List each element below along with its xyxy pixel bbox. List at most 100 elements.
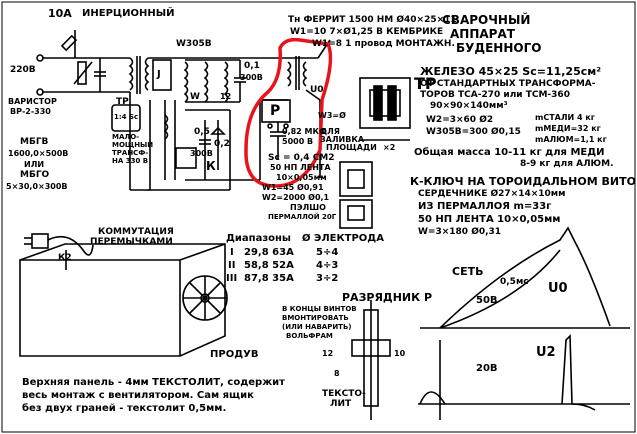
box-kommutatsia: КОММУТАЦИЯ: [98, 227, 174, 237]
tr-dims: 90×90×140мм³: [430, 101, 508, 111]
table-row-num: III: [226, 273, 238, 284]
discharger-textolite: ТЕКСТО-: [322, 389, 366, 399]
discharger-note4: ВОЛЬФРАМ: [286, 332, 333, 340]
wave-20v-label: 20В: [476, 363, 498, 374]
permalloy-label: ПЕРМАЛЛОЙ 20Г: [268, 213, 337, 221]
discharger-dim3: 10: [394, 349, 406, 358]
tr-w305: W305В=300 Ø0,15: [426, 127, 521, 137]
tape-size: 10×0,05мм: [276, 173, 327, 182]
table-col2: Ø ЭЛЕКТРОДА: [302, 233, 384, 244]
discharger-textolite2: ЛИТ: [330, 399, 352, 409]
mbgv-value: 1600,0×500В: [8, 149, 69, 158]
table-row-num: I: [230, 247, 234, 258]
table-col1: Диапазоны: [226, 233, 291, 244]
ferrite-w1: W1=10 7×Ø1,25 В КЕМБРИКЕ: [290, 27, 444, 37]
varistor-label: ВАРИСТОР: [8, 97, 57, 106]
box-note3: без двух граней - текстолит 0,5мм.: [22, 403, 227, 414]
key-line3: ИЗ ПЕРМАЛЛОЯ m=33г: [418, 201, 552, 212]
table-row-el: 5÷4: [316, 247, 339, 258]
tr-mass-copper: mМЕДИ=32 кг: [535, 124, 601, 133]
cap-p-value: 0,82 МКФ: [282, 127, 327, 136]
discharger-title: РАЗРЯДНИК Р: [342, 291, 433, 304]
table-row-num: II: [228, 260, 236, 271]
tr-total-mass2: 8-9 кг для АЛЮМ.: [520, 159, 614, 169]
dlya-label: ДЛЯ: [320, 127, 340, 136]
winding-w305-label: W305В: [176, 39, 212, 49]
table-row-val: 29,8 63А: [244, 247, 294, 258]
cap-02-label: 0,2: [214, 139, 230, 149]
times-two-label: ×2: [383, 143, 396, 152]
sc-equation: Sc = 0,4 СМ2: [268, 153, 335, 163]
cap-05-voltage: 300В: [190, 149, 213, 158]
key-line5: W=3×180 Ø0,31: [418, 227, 502, 237]
discharger-p-label: Р: [270, 103, 281, 119]
box-note2: весь монтаж с вентилятором. Сам ящик: [22, 390, 254, 401]
cap-01-voltage: 300В: [240, 73, 263, 82]
discharger-note1: В КОНЦЫ ВИНТОВ: [282, 305, 357, 313]
u2-w3: W3=Ø: [318, 111, 346, 120]
winding-w2: W2=2000 Ø0,1: [262, 193, 330, 202]
fuse-label: 10А: [48, 7, 72, 20]
cap-p-voltage: 5000 В: [282, 137, 314, 146]
tr-source: ОТ СТАНДАРТНЫХ ТРАНСФОРМА-: [420, 79, 596, 89]
w-small-label: W: [190, 92, 200, 102]
small-tp-note3: ТРАНСФ-: [112, 149, 149, 157]
table-row-val: 87,8 35А: [244, 273, 294, 284]
box-note1: Верхняя панель - 4мм ТЕКСТОЛИТ, содержит: [22, 377, 285, 388]
ploschadi-label: ПЛОЩАДИ: [326, 143, 377, 152]
small-tp-detail: 1:4 Sc: [114, 113, 139, 121]
tr-total-mass: Общая масса 10-11 кг для МЕДИ: [414, 147, 605, 158]
box-produv: ПРОДУВ: [210, 349, 259, 360]
tr-core: ЖЕЛЕЗО 45×25 Sc=11,25см²: [420, 65, 602, 78]
varistor-model: ВР-2-330: [10, 107, 51, 116]
relay-j-label: J: [157, 69, 161, 80]
wave-50v-label: 50В: [476, 295, 498, 306]
ferrite-title: Тн ФЕРРИТ 1500 НМ Ø40×25×11: [288, 15, 457, 25]
small-tp-note2: МОЩНЫЙ: [112, 141, 154, 149]
mbgo-value: 5×30,0×300В: [6, 182, 68, 191]
box-peremychkami: ПЕРЕМЫЧКАМИ: [90, 237, 173, 247]
cap-01-label: 0,1: [244, 61, 260, 71]
mbgv-or: ИЛИ: [24, 160, 45, 169]
red-highlight-outline: [244, 37, 333, 188]
wave-u2-label: U2: [536, 345, 556, 360]
key-k-label: К: [206, 159, 216, 173]
discharger-note2: ВМОНТИРОВАТЬ: [282, 314, 349, 322]
header-line1: СВАРОЧНЫЙ: [442, 13, 531, 27]
zalivka-label: ЗАЛИВКА: [320, 135, 365, 144]
key-line4: 50 НП ЛЕНТА 10×0,05мм: [418, 214, 561, 225]
key-line2: СЕРДЕЧНИКЕ Ø27×14×10мм: [418, 189, 566, 199]
circuit-type-label: ИНЕРЦИОННЫЙ: [82, 8, 175, 19]
winding-w1: W1=45 Ø0,91: [262, 183, 324, 192]
discharger-dim: 12: [322, 349, 334, 358]
v12-label: 12: [220, 92, 232, 101]
discharger-dim2: 8: [334, 369, 340, 378]
mbgv-label: МБГВ: [20, 137, 49, 147]
tape-label: 50 НП ЛЕНТА: [270, 163, 331, 172]
cap-05-label: 0,5: [194, 127, 210, 137]
tr-w2: W2=3×60 Ø2: [426, 115, 494, 125]
small-tp-label: ТР: [116, 97, 129, 107]
table-row-el: 4÷3: [316, 260, 339, 271]
tr-label: ТР: [414, 74, 437, 93]
key-line1: К-КЛЮЧ НА ТОРОИДАЛЬНОМ ВИТОМ: [410, 175, 637, 188]
wave-time-label: 0,5мс: [500, 277, 529, 287]
discharger-note3: (ИЛИ НАВАРИТЬ): [282, 323, 352, 331]
u0-schematic-label: U0: [310, 85, 324, 95]
tr-mass-steel: mСТАЛИ 4 кг: [535, 113, 595, 122]
header-line2: АППАРАТ: [450, 27, 515, 41]
pelshko-label: ПЭЛШО: [290, 203, 326, 212]
small-tp-note1: МАЛО-: [112, 133, 140, 141]
small-tp-note4: НА 330 В: [112, 157, 149, 165]
table-row-val: 58,8 52А: [244, 260, 294, 271]
ferrite-w2: W1=8 1 провод МОНТАЖН.: [312, 39, 455, 49]
mains-voltage-label: 220В: [10, 65, 36, 75]
tr-source2: ТОРОВ ТСА-270 или ТСМ-360: [420, 90, 570, 100]
box-k-label: К2: [58, 253, 72, 263]
wave-u0-label: U0: [548, 281, 568, 296]
header-line3: БУДЕННОГО: [456, 41, 542, 55]
table-row-el: 3÷2: [316, 273, 339, 284]
mbgo-label: МБГО: [20, 170, 50, 180]
